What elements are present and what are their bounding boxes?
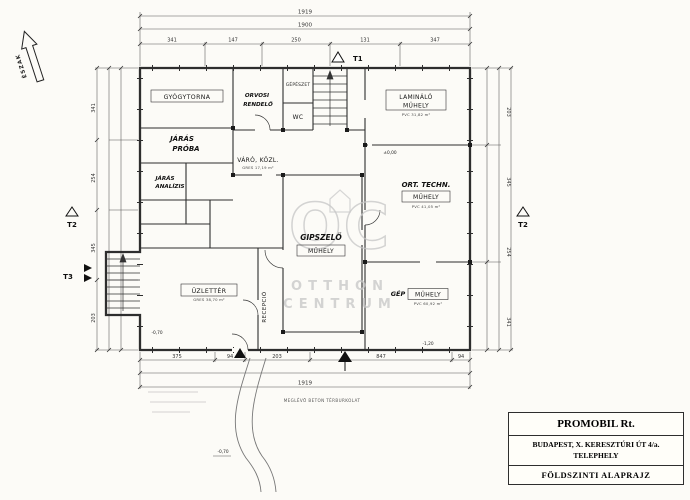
title-block-drawing-title: FÖLDSZINTI ALAPRAJZ bbox=[541, 470, 651, 480]
section-arrow-t3 bbox=[84, 264, 92, 272]
dimension-lines bbox=[94, 12, 514, 390]
dim-bottom-seg: 94 bbox=[227, 354, 233, 360]
room-label-jaras-analizis-1: JÁRÁS bbox=[154, 175, 174, 182]
label-box bbox=[296, 244, 346, 257]
room-area-laminalo: PVC 31,82 m² bbox=[402, 112, 431, 117]
north-arrow-icon bbox=[21, 30, 45, 83]
room-label-gepeszet: GÉPÉSZET bbox=[286, 80, 311, 88]
dim-top-sub: 1900 bbox=[298, 23, 313, 29]
room-label-recepcio: RECEPCIÓ bbox=[261, 291, 268, 322]
site-curves bbox=[148, 357, 277, 493]
section-label-t1: T1 bbox=[353, 55, 363, 63]
dim-right-seg: 345 bbox=[505, 177, 511, 187]
room-label-gyogytorna: GYÓGYTORNA bbox=[164, 92, 211, 101]
room-label-uzletter: ÜZLETTÉR bbox=[192, 286, 227, 295]
watermark-oc-logo: OC bbox=[289, 190, 391, 263]
level-mark: -0,70 bbox=[217, 449, 228, 455]
section-triangle-t2-left bbox=[65, 206, 79, 217]
room-label-gipszelo-2: MŰHELY bbox=[308, 248, 334, 255]
dim-top-seg: 341 bbox=[167, 38, 177, 44]
label-box bbox=[407, 288, 449, 300]
room-label-jaras-proba-2: PRÓBA bbox=[172, 144, 199, 153]
room-label-varo: VÁRÓ, KÖZL. bbox=[237, 157, 279, 164]
title-block-address-line2: TELEPHELY bbox=[573, 450, 619, 460]
watermark: OC OTTHON CENTRUM bbox=[283, 189, 397, 312]
dim-bottom-total: 1919 bbox=[298, 381, 313, 387]
room-area-gep-muhely: PVC 60,92 m² bbox=[414, 301, 443, 306]
door-swings bbox=[231, 114, 381, 351]
dim-bottom-seg: 847 bbox=[376, 354, 386, 360]
room-label-laminalo-2: MŰHELY bbox=[403, 103, 429, 110]
room-area-uzletter: GRES 38,70 m² bbox=[193, 297, 225, 302]
dim-left-seg: 254 bbox=[91, 173, 97, 183]
level-mark: -1,20 bbox=[422, 341, 433, 347]
level-mark: -0,70 bbox=[151, 330, 162, 336]
section-arrow-t3 bbox=[84, 274, 92, 282]
level-marks: ±0,00 -0,70 -1,20 -0,70 bbox=[151, 150, 433, 455]
entrance-arrow bbox=[234, 348, 246, 358]
section-triangle-t2-right bbox=[516, 206, 530, 217]
section-label-t2-left: T2 bbox=[67, 221, 77, 229]
room-label-laminalo-1: LAMINÁLÓ bbox=[399, 94, 432, 101]
label-box bbox=[401, 190, 451, 203]
section-label-t2-right: T2 bbox=[518, 221, 528, 229]
dimension-numbers: 1919 1900 341 147 250 131 347 375 94 203… bbox=[91, 10, 511, 387]
columns bbox=[231, 126, 472, 334]
dim-right-seg: 203 bbox=[505, 107, 511, 117]
bottom-note: MEGLÉVŐ BETON TÉRBURKOLAT bbox=[284, 398, 361, 403]
title-block-address-line1: BUDAPEST, X. KERESZTÚRI ÚT 4/a. bbox=[532, 440, 660, 449]
label-box bbox=[150, 89, 224, 103]
room-label-ort-techn-1: ORT. TECHN. bbox=[402, 181, 451, 189]
room-label-gep-muhely-1: GÉP bbox=[391, 289, 406, 298]
north-label: ÉSZAK bbox=[13, 53, 28, 79]
entrance-arrow bbox=[338, 351, 352, 362]
north-arrow: ÉSZAK bbox=[13, 30, 45, 83]
dim-left-seg: 203 bbox=[91, 313, 97, 323]
room-label-jaras-proba-1: JÁRÁS bbox=[168, 134, 194, 143]
section-markers: T1 T2 T2 T3 bbox=[63, 51, 530, 282]
watermark-word-1: OTTHON bbox=[291, 279, 389, 294]
entrance-arrows bbox=[234, 348, 352, 371]
dim-top-seg: 347 bbox=[430, 38, 440, 44]
dim-right-seg: 254 bbox=[505, 247, 511, 257]
dim-bottom-seg: 203 bbox=[272, 354, 282, 360]
room-area-varo: GRES 17,19 m² bbox=[242, 165, 274, 170]
room-label-ort-techn-2: MŰHELY bbox=[413, 194, 439, 201]
dim-left-seg: 341 bbox=[91, 103, 97, 113]
room-labels: GYÓGYTORNA ORVOSI RENDELŐ GÉPÉSZET WC LA… bbox=[150, 80, 451, 323]
dim-right-seg: 341 bbox=[505, 317, 511, 327]
stairs bbox=[106, 70, 347, 311]
watermark-house-icon bbox=[329, 189, 351, 213]
section-triangle-t1 bbox=[331, 51, 345, 63]
room-label-orvosi-1: ORVOSI bbox=[245, 93, 269, 99]
level-mark: ±0,00 bbox=[383, 150, 396, 156]
dim-bottom-seg: 375 bbox=[172, 354, 182, 360]
label-box bbox=[180, 283, 238, 297]
room-label-jaras-analizis-2: ANALÍZIS bbox=[154, 183, 184, 190]
section-label-t3: T3 bbox=[63, 273, 73, 281]
label-box bbox=[385, 89, 447, 111]
title-block: PROMOBIL Rt. BUDAPEST, X. KERESZTÚRI ÚT … bbox=[508, 412, 684, 485]
title-block-address: BUDAPEST, X. KERESZTÚRI ÚT 4/a. TELEPHEL… bbox=[509, 436, 683, 466]
room-label-orvosi-2: RENDELŐ bbox=[243, 101, 273, 108]
title-block-company: PROMOBIL Rt. bbox=[509, 413, 683, 436]
room-label-wc: WC bbox=[293, 114, 304, 121]
dim-top-total: 1919 bbox=[298, 10, 313, 16]
walls bbox=[104, 65, 473, 353]
dim-bottom-seg: 94 bbox=[458, 354, 464, 360]
dim-top-seg: 147 bbox=[228, 38, 238, 44]
room-label-gep-muhely-2: MŰHELY bbox=[415, 292, 441, 299]
dim-top-seg: 131 bbox=[360, 38, 370, 44]
dim-top-seg: 250 bbox=[291, 38, 301, 44]
dim-left-seg: 345 bbox=[91, 243, 97, 253]
room-label-gipszelo-1: GIPSZELŐ bbox=[300, 233, 342, 242]
room-area-ort-techn: PVC 41,05 m² bbox=[412, 204, 441, 209]
watermark-word-2: CENTRUM bbox=[283, 297, 397, 312]
